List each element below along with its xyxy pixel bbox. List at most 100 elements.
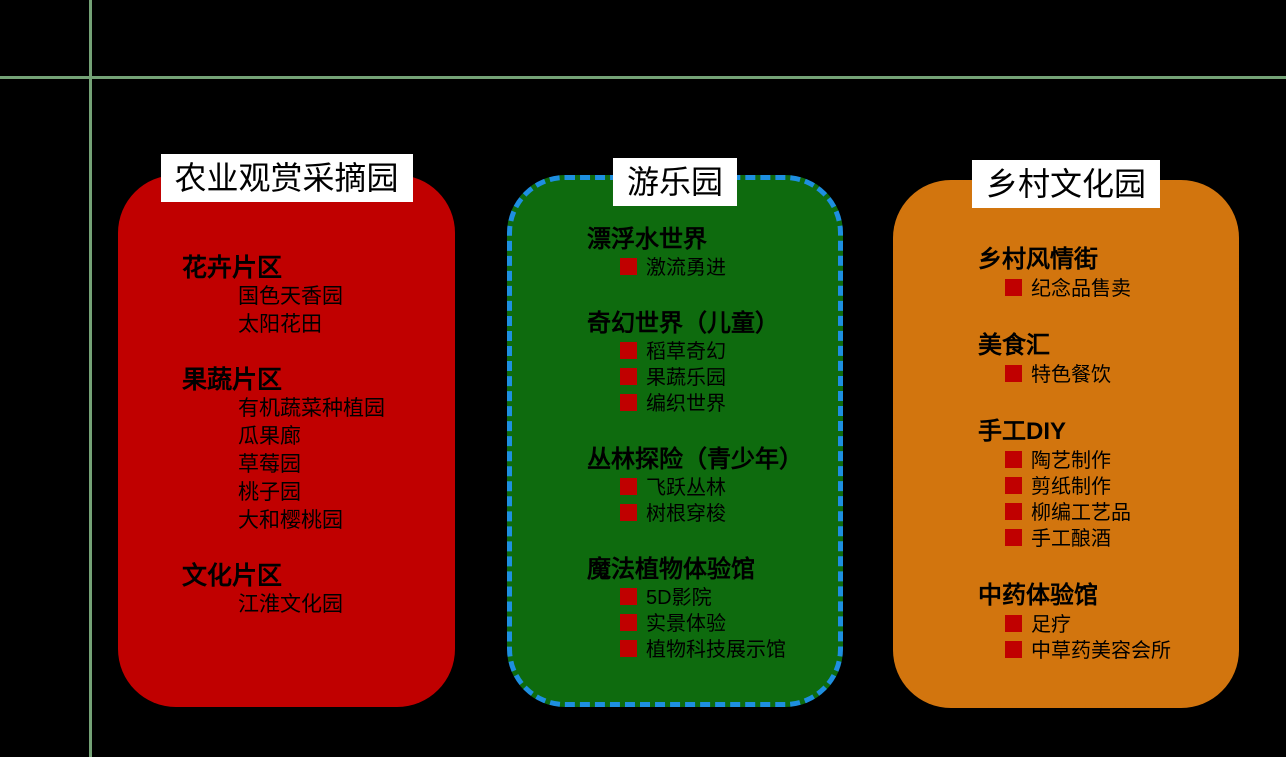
zone-title-label: 农业观赏采摘园: [160, 154, 413, 202]
zone-group: 乡村风情街纪念品售卖: [978, 244, 1229, 302]
group-header: 丛林探险（青少年）: [587, 446, 803, 473]
item-label: 中草药美容会所: [1031, 640, 1171, 662]
item-label: 激流勇进: [646, 257, 726, 279]
item-label: 实景体验: [646, 613, 726, 635]
zone-item: 国色天香园: [238, 283, 445, 311]
group-header: 美食汇: [978, 332, 1050, 359]
zone-group: 美食汇特色餐饮: [978, 330, 1229, 388]
item-label: 草莓园: [238, 453, 301, 476]
zone-card-amusement-park: 游乐园漂浮水世界激流勇进奇幻世界（儿童） 稻草奇幻果蔬乐园编织世界丛林探险（青少年…: [507, 158, 843, 707]
zone-item: 中草药美容会所: [1005, 638, 1229, 664]
item-label: 桃子园: [238, 481, 301, 504]
zone-item: 手工酿酒: [1005, 526, 1229, 552]
zone-item: 陶艺制作: [1005, 448, 1229, 474]
zone-item: 大和樱桃园: [238, 507, 445, 535]
group-header: 乡村风情街: [978, 246, 1098, 273]
item-label: 果蔬乐园: [646, 367, 726, 389]
bullet-square-icon: [1005, 641, 1022, 658]
item-label: 特色餐饮: [1031, 364, 1111, 386]
zone-item: 瓜果廊: [238, 423, 445, 451]
zone-item: 飞跃丛林: [620, 475, 832, 501]
zone-title-label: 游乐园: [612, 158, 738, 206]
item-label: 植物科技展示馆: [646, 639, 786, 661]
item-label: 稻草奇幻: [646, 341, 726, 363]
item-label: 陶艺制作: [1031, 450, 1111, 472]
zone-card-agriculture-garden: 农业观赏采摘园花卉片区国色天香园太阳花田果蔬片区有机蔬菜种植园瓜果廊草莓园桃子园…: [118, 154, 455, 707]
zone-group: 奇幻世界（儿童） 稻草奇幻果蔬乐园编织世界: [587, 309, 832, 417]
zone-item: 特色餐饮: [1005, 362, 1229, 388]
bullet-square-icon: [620, 588, 637, 605]
group-header: 魔法植物体验馆: [587, 556, 755, 583]
item-label: 国色天香园: [238, 285, 343, 308]
group-header: 果蔬片区: [182, 366, 283, 394]
zone-item: 剪纸制作: [1005, 474, 1229, 500]
zone-item: 有机蔬菜种植园: [238, 395, 445, 423]
item-label: 纪念品售卖: [1031, 278, 1131, 300]
item-label: 剪纸制作: [1031, 476, 1111, 498]
zone-item: 足疗: [1005, 612, 1229, 638]
item-label: 大和樱桃园: [238, 509, 343, 532]
zone-item: 纪念品售卖: [1005, 276, 1229, 302]
zone-item: 实景体验: [620, 611, 832, 637]
bullet-square-icon: [1005, 477, 1022, 494]
zone-item: 桃子园: [238, 479, 445, 507]
zone-content: 花卉片区国色天香园太阳花田果蔬片区有机蔬菜种植园瓜果廊草莓园桃子园大和樱桃园文化…: [122, 179, 451, 619]
group-header: 奇幻世界（儿童）: [587, 310, 779, 337]
bullet-square-icon: [620, 640, 637, 657]
group-header: 花卉片区: [182, 254, 283, 282]
zone-item: 柳编工艺品: [1005, 500, 1229, 526]
item-label: 瓜果廊: [238, 425, 301, 448]
zone-group: 果蔬片区有机蔬菜种植园瓜果廊草莓园桃子园大和樱桃园: [182, 365, 445, 535]
zone-group: 中药体验馆足疗中草药美容会所: [978, 580, 1229, 664]
zone-title-label: 乡村文化园: [971, 160, 1161, 208]
zone-item: 果蔬乐园: [620, 365, 832, 391]
group-header: 中药体验馆: [978, 582, 1098, 609]
grid-line-horizontal: [0, 76, 1286, 79]
zone-item: 编织世界: [620, 391, 832, 417]
bullet-square-icon: [620, 614, 637, 631]
zone-group: 魔法植物体验馆 5D影院实景体验植物科技展示馆: [587, 555, 832, 663]
bullet-square-icon: [620, 368, 637, 385]
zone-group: 花卉片区国色天香园太阳花田: [182, 253, 445, 339]
zone-item: 树根穿梭: [620, 501, 832, 527]
bullet-square-icon: [620, 258, 637, 275]
zone-group: 手工DIY 陶艺制作剪纸制作柳编工艺品手工酿酒: [978, 416, 1229, 552]
bullet-square-icon: [1005, 365, 1022, 382]
item-label: 足疗: [1031, 614, 1071, 636]
item-label: 手工酿酒: [1031, 528, 1111, 550]
bullet-square-icon: [1005, 279, 1022, 296]
zone-card-rural-culture-park: 乡村文化园乡村风情街纪念品售卖美食汇特色餐饮手工DIY 陶艺制作剪纸制作柳编工艺品…: [893, 160, 1239, 708]
bullet-square-icon: [620, 394, 637, 411]
bullet-square-icon: [1005, 615, 1022, 632]
zone-item: 植物科技展示馆: [620, 637, 832, 663]
item-label: 编织世界: [646, 393, 726, 415]
item-label: 有机蔬菜种植园: [238, 397, 385, 420]
zone-item: 江淮文化园: [238, 591, 445, 619]
zone-item: 稻草奇幻: [620, 339, 832, 365]
item-label: 5D影院: [646, 587, 712, 609]
zone-group: 文化片区江淮文化园: [182, 561, 445, 619]
zone-item: 激流勇进: [620, 255, 832, 281]
group-header: 文化片区: [182, 562, 283, 590]
zone-item: 5D影院: [620, 585, 832, 611]
bullet-square-icon: [1005, 451, 1022, 468]
zone-item: 太阳花田: [238, 311, 445, 339]
item-label: 太阳花田: [238, 313, 322, 336]
zone-item: 草莓园: [238, 451, 445, 479]
item-label: 飞跃丛林: [646, 477, 726, 499]
zone-group: 丛林探险（青少年） 飞跃丛林树根穿梭: [587, 445, 832, 527]
zone-content: 乡村风情街纪念品售卖美食汇特色餐饮手工DIY 陶艺制作剪纸制作柳编工艺品手工酿酒中…: [897, 184, 1235, 664]
bullet-square-icon: [1005, 503, 1022, 520]
grid-line-vertical: [89, 0, 92, 757]
group-header: 漂浮水世界: [587, 226, 707, 253]
bullet-square-icon: [620, 342, 637, 359]
zone-content: 漂浮水世界激流勇进奇幻世界（儿童） 稻草奇幻果蔬乐园编织世界丛林探险（青少年） 飞跃…: [512, 180, 838, 663]
item-label: 树根穿梭: [646, 503, 726, 525]
item-label: 柳编工艺品: [1031, 502, 1131, 524]
item-label: 江淮文化园: [238, 593, 343, 616]
bullet-square-icon: [1005, 529, 1022, 546]
bullet-square-icon: [620, 504, 637, 521]
group-header: 手工DIY: [978, 418, 1067, 445]
bullet-square-icon: [620, 478, 637, 495]
